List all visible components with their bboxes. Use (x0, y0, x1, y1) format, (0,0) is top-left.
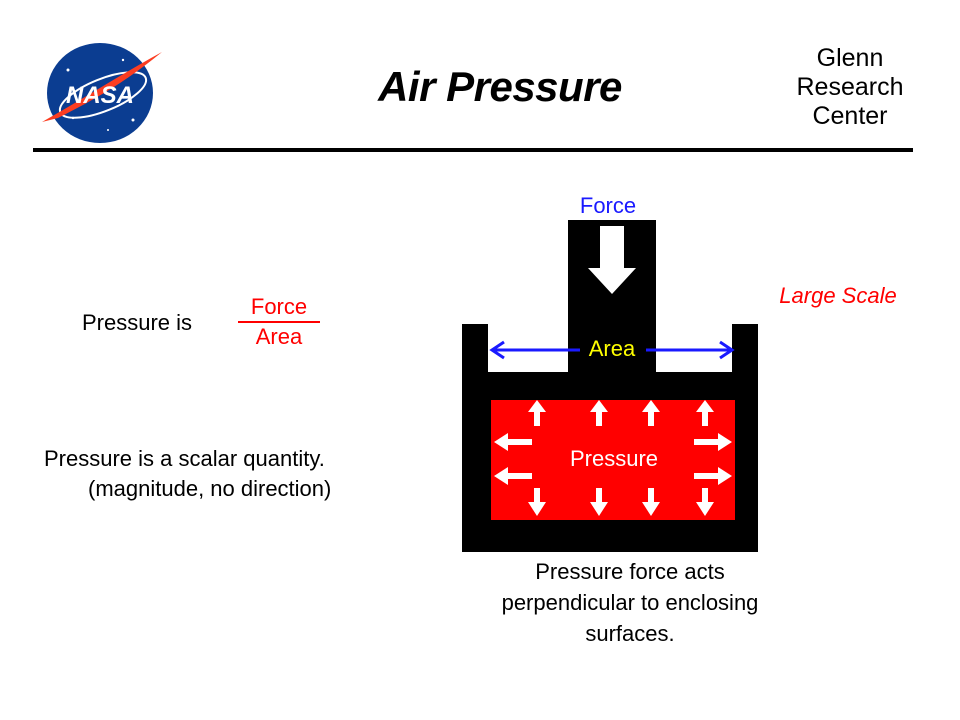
force-arrow-icon (588, 226, 636, 294)
org-line-1: Glenn (816, 44, 884, 72)
definition-fraction: Force Area (238, 294, 320, 350)
down-arrow-icon (590, 488, 608, 516)
up-arrow-icon (528, 400, 546, 426)
up-arrow-icon (590, 400, 608, 426)
fraction-denominator: Area (255, 324, 303, 349)
organization-name: Glenn Research Center (780, 44, 920, 131)
down-arrows (528, 488, 714, 516)
area-arrowhead-right-icon (719, 340, 735, 360)
up-arrow-icon (696, 400, 714, 426)
diagram-graphic: Force Large Scale Area Pressure (462, 193, 897, 552)
nasa-logo: NASA (38, 40, 168, 145)
scalar-note: Pressure is a scalar quantity. (magnitud… (44, 444, 444, 504)
pressure-diagram: Force Large Scale Area Pressure (440, 180, 900, 580)
header-divider (33, 148, 913, 152)
left-arrow-icon (494, 467, 532, 485)
right-arrow-icon (694, 467, 732, 485)
org-line-2: Research (796, 73, 904, 101)
right-arrow-icon (694, 433, 732, 451)
page-title: Air Pressure (378, 63, 622, 110)
svg-text:NASA: NASA (66, 82, 134, 109)
scalar-note-line-1: Pressure is a scalar quantity. (44, 446, 325, 471)
right-arrows (694, 433, 732, 485)
diagram-caption: Pressure force acts perpendicular to enc… (455, 556, 805, 649)
pressure-label: Pressure (570, 446, 658, 471)
up-arrow-icon (642, 400, 660, 426)
pressure-region (491, 400, 735, 520)
left-arrows (494, 433, 532, 485)
fraction-numerator: Force (238, 294, 320, 323)
down-arrow-icon (696, 488, 714, 516)
org-line-3: Center (812, 102, 888, 130)
caption-line-3: surfaces. (585, 621, 675, 646)
area-label: Area (589, 336, 636, 361)
caption-line-2: perpendicular to enclosing (501, 590, 759, 615)
down-arrow-icon (528, 488, 546, 516)
up-arrows (528, 400, 714, 426)
left-arrow-icon (494, 433, 532, 451)
caption-line-1: Pressure force acts (535, 559, 725, 584)
force-label: Force (580, 193, 636, 218)
area-arrowhead-left-icon (489, 340, 505, 360)
down-arrow-icon (642, 488, 660, 516)
scale-label: Large Scale (779, 283, 896, 308)
scalar-note-line-2: (magnitude, no direction) (88, 476, 332, 501)
nasa-logo-graphic: NASA (42, 43, 162, 143)
definition-prefix: Pressure is (82, 310, 193, 335)
